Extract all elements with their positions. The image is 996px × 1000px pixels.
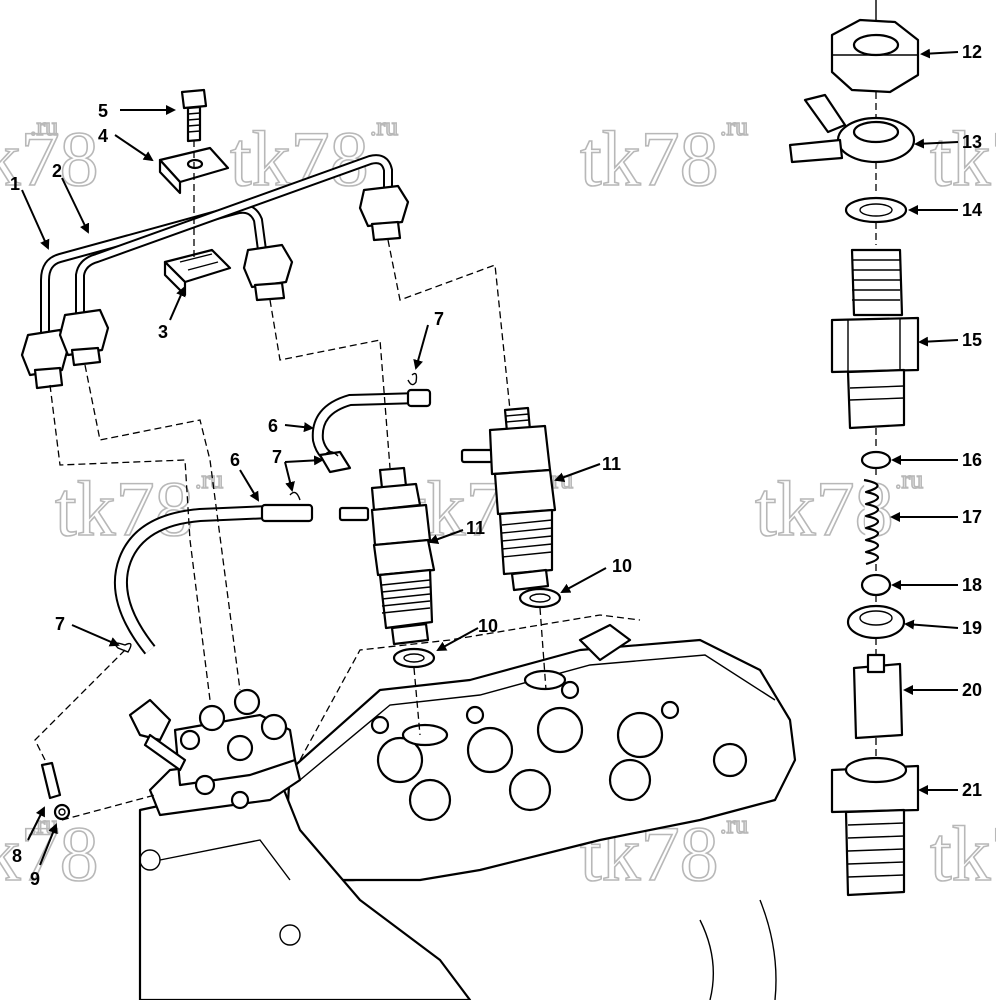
callout-17: 17 [962, 507, 982, 527]
bleed-screw [40, 761, 71, 821]
svg-text:.ru: .ru [30, 810, 58, 839]
watermark: tk78.ru [579, 111, 749, 203]
svg-text:tk78: tk78 [0, 115, 99, 202]
callout-7-top: 7 [434, 309, 444, 329]
callout-8: 8 [12, 846, 22, 866]
callout-labels: 1 2 3 4 5 6 6 7 7 7 8 9 10 10 11 11 12 1… [10, 42, 982, 889]
callout-10-right: 10 [612, 556, 632, 576]
callout-7-left: 7 [55, 614, 65, 634]
callout-16: 16 [962, 450, 982, 470]
svg-text:tk78: tk78 [55, 465, 194, 552]
callout-10-left: 10 [478, 616, 498, 636]
callout-6-upper: 6 [268, 416, 278, 436]
injectors [370, 406, 557, 646]
callout-11-left: 11 [466, 518, 485, 538]
injection-pump [128, 688, 302, 817]
watermark: tk78.ru [54, 464, 224, 553]
callout-6-lower: 6 [230, 450, 240, 470]
injector-left [370, 466, 436, 646]
callout-13: 13 [962, 132, 982, 152]
callout-21: 21 [962, 780, 982, 800]
callout-4: 4 [98, 126, 108, 146]
callout-3: 3 [158, 322, 168, 342]
watermark: tk78.ru [754, 464, 924, 553]
callout-20: 20 [962, 680, 982, 700]
svg-text:.ru: .ru [895, 465, 923, 494]
svg-text:.ru: .ru [370, 112, 398, 141]
callout-7-middle: 7 [272, 447, 282, 467]
svg-text:.ru: .ru [30, 112, 58, 141]
assembly-lines [34, 239, 547, 821]
svg-text:tk78: tk78 [930, 810, 996, 897]
washers [392, 587, 562, 669]
watermark: tk78.ru [0, 111, 99, 203]
svg-text:.ru: .ru [195, 465, 223, 494]
svg-text:tk78: tk78 [580, 115, 719, 202]
callout-2: 2 [52, 161, 62, 181]
leader-lines [21, 48, 959, 866]
callout-18: 18 [962, 575, 982, 595]
return-hoses [113, 372, 494, 655]
callout-19: 19 [962, 618, 982, 638]
svg-text:tk78: tk78 [930, 115, 996, 202]
watermark: tk78 [929, 114, 996, 203]
exploded-injector [788, 0, 920, 897]
callout-9: 9 [30, 869, 40, 889]
cylinder-head [138, 614, 797, 1000]
injector-right [488, 406, 557, 592]
callout-12: 12 [962, 42, 982, 62]
watermark: tk78 [929, 809, 996, 898]
callout-15: 15 [962, 330, 982, 350]
callout-5: 5 [98, 101, 108, 121]
clamp-assembly [158, 88, 232, 297]
callout-1: 1 [10, 174, 20, 194]
svg-text:.ru: .ru [720, 112, 748, 141]
callout-11-right: 11 [602, 454, 621, 474]
injection-pipes [20, 154, 410, 390]
callout-14: 14 [962, 200, 982, 220]
